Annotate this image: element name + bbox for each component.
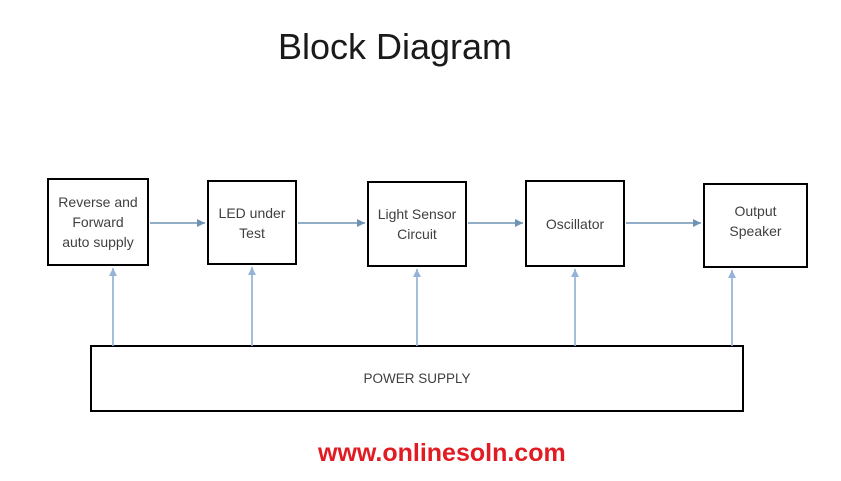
block-oscillator: Oscillator (525, 180, 625, 267)
website-watermark: www.onlinesoln.com (318, 439, 566, 467)
block-label: LED under Test (218, 204, 286, 241)
block-led-under-test: LED under Test (207, 180, 297, 265)
block-output-speaker: Output Speaker (703, 183, 808, 268)
block-reverse-forward-auto-supply: Reverse and Forward auto supply (47, 178, 149, 266)
block-label: Reverse and Forward auto supply (58, 194, 138, 250)
block-label: Light Sensor Circuit (377, 206, 457, 242)
block-label: Oscillator (545, 215, 605, 232)
block-light-sensor-circuit: Light Sensor Circuit (367, 181, 467, 267)
diagram-title: Block Diagram (277, 26, 513, 67)
block-label: POWER SUPPLY (363, 370, 471, 386)
block-label: Output Speaker (729, 203, 782, 239)
block-power-supply: POWER SUPPLY (90, 345, 744, 412)
